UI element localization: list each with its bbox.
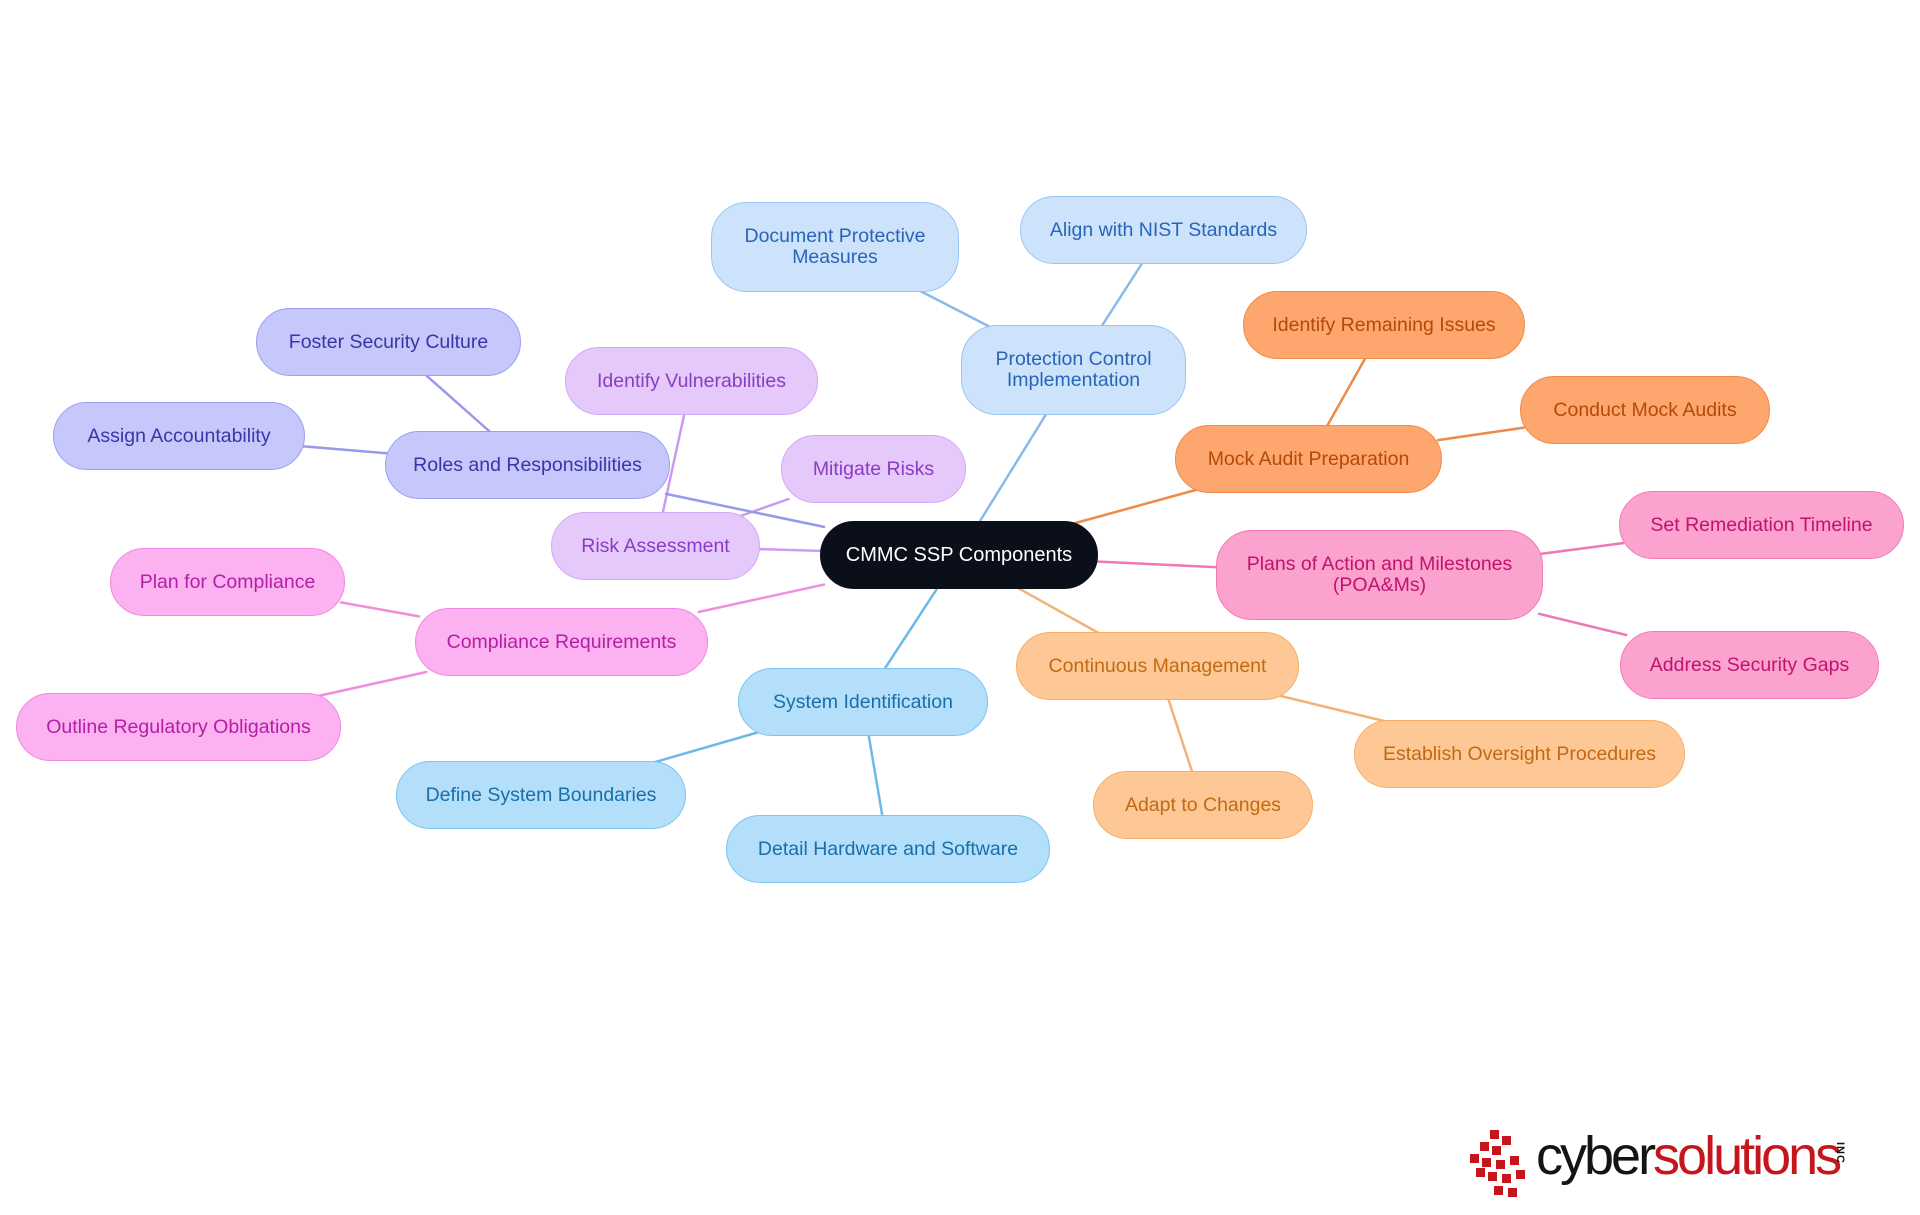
edge-protection-control-child-0: [913, 286, 996, 331]
logo-inc-suffix: INC: [1834, 1142, 1846, 1164]
node-foster-security-culture: Foster Security Culture: [256, 308, 521, 376]
node-define-system-boundaries: Define System Boundaries: [396, 761, 686, 829]
node-address-security-gaps-label: Address Security Gaps: [1649, 653, 1850, 676]
edge-compliance-requirements-child-1: [312, 670, 428, 699]
node-address-security-gaps: Address Security Gaps: [1620, 631, 1879, 699]
edge-central-to-protection-control: [976, 409, 1050, 527]
edge-central-to-system-identification: [881, 583, 941, 674]
node-compliance-requirements: Compliance Requirements: [415, 608, 708, 676]
node-protection-control-label: Protection Control Implementation: [995, 348, 1152, 391]
edge-continuous-management-child-0: [1166, 694, 1195, 777]
node-establish-oversight-procedures-label: Establish Oversight Procedures: [1382, 742, 1657, 765]
edge-central-to-compliance-requirements: [697, 583, 826, 614]
node-identify-vulnerabilities: Identify Vulnerabilities: [565, 347, 818, 415]
logo-word-cyber: cyber: [1536, 1126, 1656, 1186]
node-detail-hardware-and-software-label: Detail Hardware and Software: [757, 837, 1019, 860]
edge-risk-assessment-child-1: [739, 497, 790, 518]
edge-central-to-risk-assessment: [754, 547, 826, 553]
node-continuous-management-label: Continuous Management: [1048, 654, 1267, 677]
node-conduct-mock-audits-label: Conduct Mock Audits: [1553, 398, 1737, 421]
node-set-remediation-timeline: Set Remediation Timeline: [1619, 491, 1904, 559]
node-roles-responsibilities: Roles and Responsibilities: [385, 431, 670, 499]
edge-central-to-mock-audit: [1066, 487, 1201, 527]
node-central-topic-label: CMMC SSP Components: [845, 543, 1073, 566]
node-document-protective-measures: Document Protective Measures: [711, 202, 959, 292]
edge-system-identification-child-0: [643, 730, 761, 767]
node-plan-for-compliance: Plan for Compliance: [110, 548, 345, 616]
node-risk-assessment-label: Risk Assessment: [581, 534, 730, 557]
node-foster-security-culture-label: Foster Security Culture: [288, 330, 489, 353]
node-mock-audit-label: Mock Audit Preparation: [1207, 447, 1410, 470]
edge-poam-child-0: [1537, 541, 1625, 556]
node-roles-responsibilities-label: Roles and Responsibilities: [413, 453, 642, 476]
logo-mark-icon: [1470, 1130, 1525, 1197]
node-adapt-to-changes: Adapt to Changes: [1093, 771, 1313, 839]
edge-system-identification-child-1: [866, 730, 885, 821]
node-mock-audit: Mock Audit Preparation: [1175, 425, 1442, 493]
node-central-topic: CMMC SSP Components: [820, 521, 1098, 589]
edge-compliance-requirements-child-0: [339, 601, 421, 618]
node-continuous-management: Continuous Management: [1016, 632, 1299, 700]
edge-central-to-continuous-management: [1011, 583, 1106, 638]
node-risk-assessment: Risk Assessment: [551, 512, 760, 580]
node-identify-vulnerabilities-label: Identify Vulnerabilities: [597, 369, 786, 392]
edge-risk-assessment-child-0: [660, 409, 687, 518]
edge-mock-audit-child-1: [1436, 426, 1526, 442]
node-outline-regulatory-obligations-label: Outline Regulatory Obligations: [46, 715, 311, 738]
node-poam: Plans of Action and Milestones (POA&Ms): [1216, 530, 1543, 620]
edge-central-to-poam: [1092, 560, 1222, 569]
node-outline-regulatory-obligations: Outline Regulatory Obligations: [16, 693, 341, 761]
node-establish-oversight-procedures: Establish Oversight Procedures: [1354, 720, 1685, 788]
node-poam-label: Plans of Action and Milestones (POA&Ms): [1246, 553, 1513, 596]
node-compliance-requirements-label: Compliance Requirements: [446, 630, 677, 653]
node-mitigate-risks-label: Mitigate Risks: [812, 457, 935, 480]
node-conduct-mock-audits: Conduct Mock Audits: [1520, 376, 1770, 444]
node-mitigate-risks: Mitigate Risks: [781, 435, 966, 503]
node-document-protective-measures-label: Document Protective Measures: [744, 225, 926, 268]
edge-roles-responsibilities-child-0: [421, 370, 495, 437]
node-align-with-nist-standards: Align with NIST Standards: [1020, 196, 1307, 264]
node-protection-control: Protection Control Implementation: [961, 325, 1186, 415]
edge-mock-audit-child-0: [1324, 353, 1369, 431]
edge-protection-control-child-1: [1098, 258, 1146, 331]
node-detail-hardware-and-software: Detail Hardware and Software: [726, 815, 1050, 883]
node-identify-remaining-issues: Identify Remaining Issues: [1243, 291, 1525, 359]
node-system-identification: System Identification: [738, 668, 988, 736]
node-define-system-boundaries-label: Define System Boundaries: [425, 783, 657, 806]
node-assign-accountability-label: Assign Accountability: [87, 424, 271, 447]
node-align-with-nist-standards-label: Align with NIST Standards: [1049, 218, 1278, 241]
node-identify-remaining-issues-label: Identify Remaining Issues: [1272, 313, 1496, 336]
edge-poam-child-1: [1537, 612, 1628, 637]
node-system-identification-label: System Identification: [773, 690, 953, 713]
node-adapt-to-changes-label: Adapt to Changes: [1124, 793, 1282, 816]
node-assign-accountability: Assign Accountability: [53, 402, 305, 470]
edge-central-to-roles-responsibilities: [664, 492, 826, 529]
edge-continuous-management-child-1: [1279, 694, 1398, 726]
edge-roles-responsibilities-child-1: [299, 444, 391, 455]
node-plan-for-compliance-label: Plan for Compliance: [139, 570, 316, 593]
company-logo: cybersolutions INC: [1468, 1126, 1888, 1198]
node-set-remediation-timeline-label: Set Remediation Timeline: [1650, 513, 1873, 536]
logo-word-solutions: solutions: [1653, 1126, 1842, 1186]
logo-wordmark: cybersolutions: [1536, 1124, 1842, 1188]
